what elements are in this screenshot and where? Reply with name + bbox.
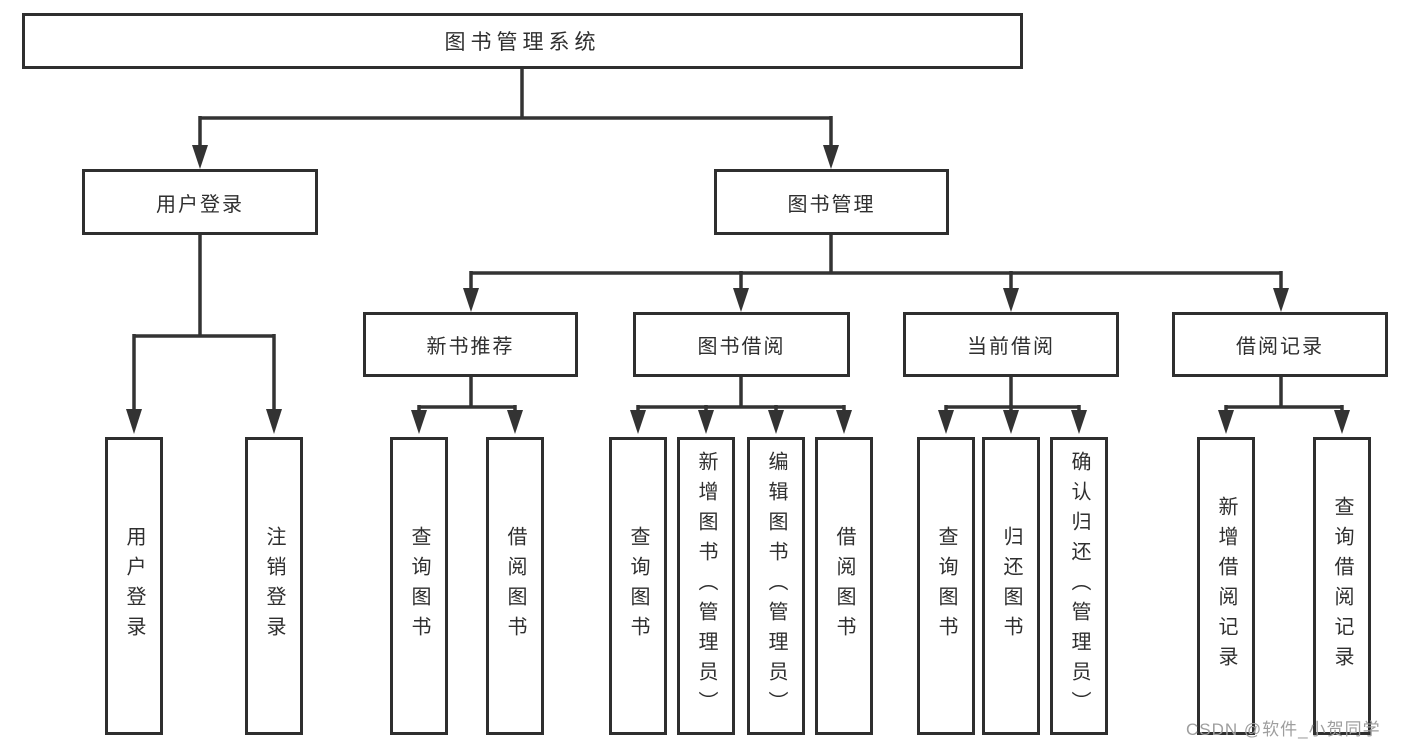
node-label: 用户登录 xyxy=(156,193,244,216)
leaf-label: 用户登录 xyxy=(123,526,145,646)
leaf-borrow-books: 借阅图书 xyxy=(815,437,873,735)
node-label: 当前借阅 xyxy=(967,336,1055,358)
node-label: 新书推荐 xyxy=(426,336,515,358)
node-label: 借阅记录 xyxy=(1236,336,1324,358)
leaf-query-books-borrow: 查询图书 xyxy=(609,437,667,735)
leaf-label: 查询图书 xyxy=(627,526,649,646)
leaf-label: 借阅图书 xyxy=(833,526,855,646)
leaf-label: 确认归还（管理员） xyxy=(1068,451,1090,721)
node-borrow-records: 借阅记录 xyxy=(1172,312,1388,377)
csdn-watermark: CSDN @软件_小贺同学 xyxy=(1186,720,1381,739)
node-label: 图书借阅 xyxy=(697,336,786,358)
leaf-logout: 注销登录 xyxy=(245,437,303,735)
leaf-confirm-return-admin: 确认归还（管理员） xyxy=(1050,437,1108,735)
leaf-label: 编辑图书（管理员） xyxy=(765,451,787,721)
leaf-add-borrow-record: 新增借阅记录 xyxy=(1197,437,1255,735)
node-book-management: 图书管理 xyxy=(714,169,949,235)
leaf-borrow-books-recommend: 借阅图书 xyxy=(486,437,544,735)
node-current-borrow: 当前借阅 xyxy=(903,312,1119,377)
leaf-label: 借阅图书 xyxy=(504,526,526,646)
node-new-book-recommend: 新书推荐 xyxy=(363,312,578,377)
leaf-return-books: 归还图书 xyxy=(982,437,1040,735)
leaf-label: 注销登录 xyxy=(263,526,285,646)
node-label: 图书管理 xyxy=(787,193,876,216)
leaf-query-books-current: 查询图书 xyxy=(917,437,975,735)
leaf-label: 查询图书 xyxy=(408,526,430,646)
leaf-user-login: 用户登录 xyxy=(105,437,163,735)
node-user-login: 用户登录 xyxy=(82,169,318,235)
node-book-borrow: 图书借阅 xyxy=(633,312,850,377)
leaf-label: 查询借阅记录 xyxy=(1331,496,1353,676)
leaf-label: 查询图书 xyxy=(935,526,957,646)
leaf-label: 归还图书 xyxy=(1000,526,1022,646)
leaf-query-borrow-record: 查询借阅记录 xyxy=(1313,437,1371,735)
leaf-edit-books-admin: 编辑图书（管理员） xyxy=(747,437,805,735)
leaf-query-books-recommend: 查询图书 xyxy=(390,437,448,735)
leaf-label: 新增借阅记录 xyxy=(1215,496,1237,676)
leaf-label: 新增图书（管理员） xyxy=(695,451,717,721)
leaf-add-books-admin: 新增图书（管理员） xyxy=(677,437,735,735)
node-library-system: 图书管理系统 xyxy=(22,13,1023,69)
node-label: 图书管理系统 xyxy=(444,31,601,54)
